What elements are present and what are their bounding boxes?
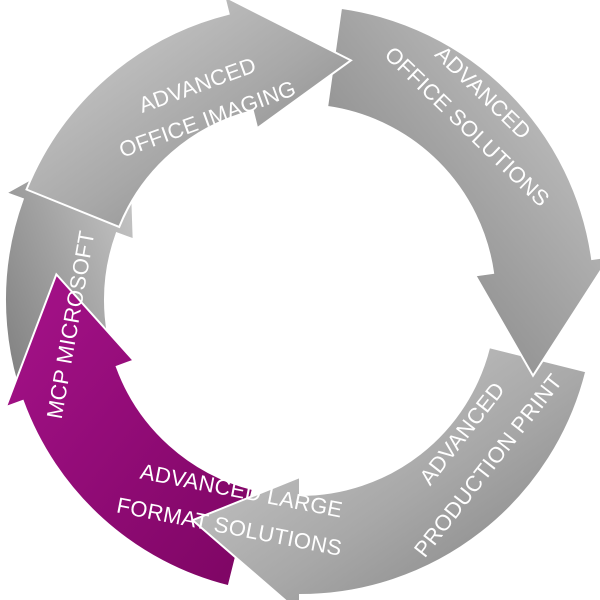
cycle-arrow-office-imaging (25, 0, 353, 229)
cycle-arrow-office-solutions (326, 6, 600, 378)
cycle-arrow-production-print (190, 345, 588, 600)
cycle-arrow-large-format (4, 272, 255, 588)
